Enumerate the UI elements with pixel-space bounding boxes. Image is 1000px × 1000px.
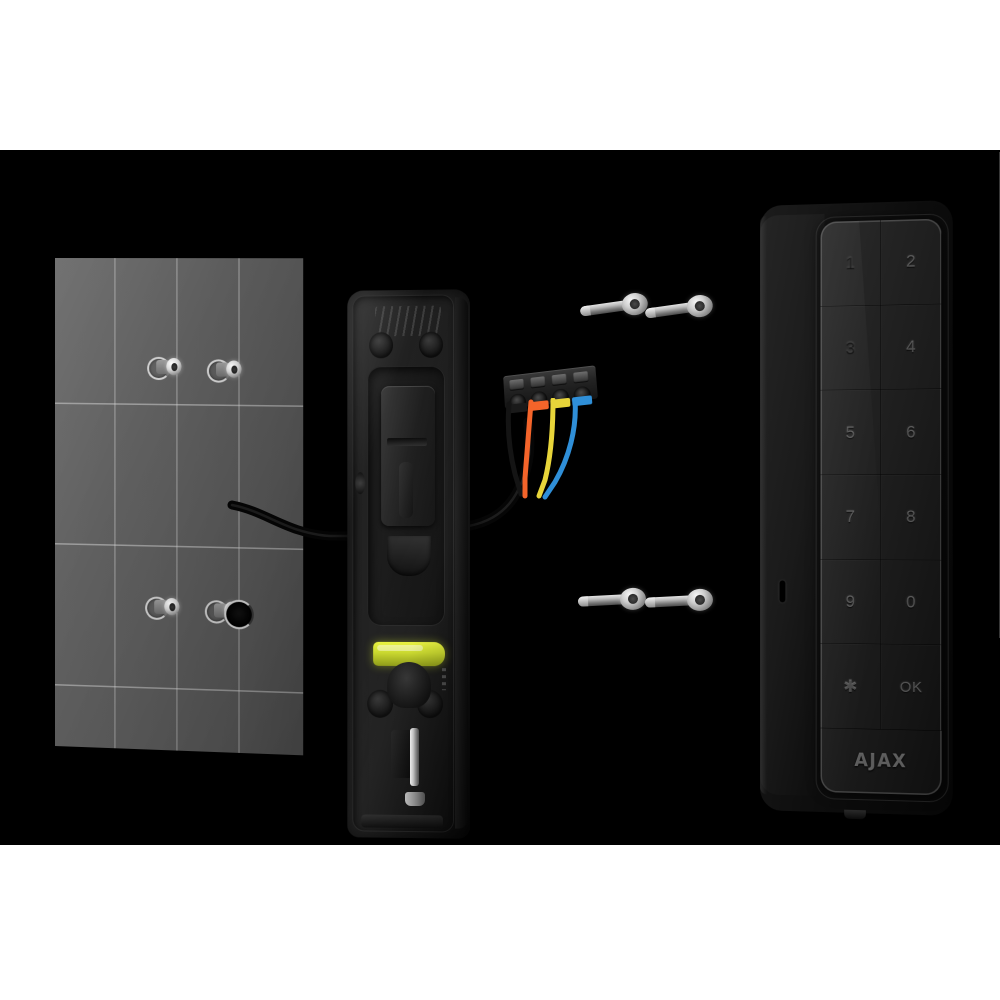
screw-head-icon bbox=[686, 588, 714, 612]
keypad-key-grid[interactable]: 1 2 3 4 5 6 7 8 9 0 ✱ OK bbox=[821, 219, 942, 731]
key-0[interactable]: 0 bbox=[881, 560, 942, 646]
screw-shank bbox=[577, 594, 627, 607]
keypad-side-body bbox=[760, 213, 825, 797]
keypad-front-face: 1 2 3 4 5 6 7 8 9 0 ✱ OK AJAX bbox=[820, 218, 942, 796]
bracket-foot bbox=[361, 814, 443, 829]
bracket-hook bbox=[387, 535, 431, 577]
bracket-screw-boss-top-right bbox=[418, 331, 443, 358]
key-9[interactable]: 9 bbox=[821, 559, 881, 644]
bracket-cavity bbox=[367, 365, 445, 627]
terminal-screw-1 bbox=[509, 378, 525, 391]
key-ok[interactable]: OK bbox=[881, 645, 942, 731]
screw-head-icon bbox=[405, 792, 425, 806]
product-scene: 1 2 3 4 5 6 7 8 9 0 ✱ OK AJAX bbox=[0, 150, 1000, 845]
anchor-head-icon bbox=[164, 597, 180, 616]
screw-shank bbox=[644, 595, 694, 608]
anchor-head-icon bbox=[166, 357, 182, 376]
bracket-side-notch bbox=[355, 472, 366, 495]
mounting-screw-top-left bbox=[579, 291, 650, 322]
cable-pass-through-hole bbox=[224, 599, 254, 630]
terminal-screw-3 bbox=[551, 373, 567, 387]
mounting-screw-bottom-left bbox=[577, 587, 647, 613]
key-asterisk[interactable]: ✱ bbox=[821, 644, 881, 730]
terminal-screw-4 bbox=[572, 371, 589, 384]
screw-shank bbox=[410, 728, 419, 786]
wall-anchor-top-left bbox=[147, 356, 182, 381]
screw-head-icon bbox=[685, 293, 715, 319]
screw-head-icon bbox=[619, 587, 647, 611]
bracket-cable-boss bbox=[387, 661, 431, 709]
wall-anchor-bottom-left bbox=[145, 596, 180, 621]
key-6[interactable]: 6 bbox=[881, 389, 942, 475]
terminal-screw-2 bbox=[530, 376, 546, 389]
bracket-detail-dots bbox=[441, 668, 446, 691]
key-3[interactable]: 3 bbox=[821, 305, 881, 391]
keypad-bottom-tab bbox=[844, 809, 866, 820]
key-1[interactable]: 1 bbox=[821, 220, 881, 306]
ajax-keypad-device[interactable]: 1 2 3 4 5 6 7 8 9 0 ✱ OK AJAX bbox=[760, 200, 953, 820]
bracket-side-wall bbox=[454, 297, 469, 829]
tiled-wall-surface bbox=[55, 258, 304, 756]
key-5[interactable]: 5 bbox=[821, 390, 881, 475]
bracket-screw-boss-top-left bbox=[369, 332, 394, 359]
side-indicator-slot-icon bbox=[779, 580, 786, 603]
anchor-head-icon bbox=[226, 360, 242, 378]
key-8[interactable]: 8 bbox=[881, 475, 942, 560]
mounting-screw-bottom-right bbox=[644, 588, 714, 614]
key-2[interactable]: 2 bbox=[881, 219, 942, 306]
key-4[interactable]: 4 bbox=[881, 304, 942, 390]
wire-bundle bbox=[505, 398, 578, 500]
mounting-screw-top-right bbox=[644, 293, 715, 324]
ajax-brand-logo: AJAX bbox=[854, 748, 908, 773]
retaining-screw bbox=[405, 728, 425, 806]
wall-anchor-top-right bbox=[206, 359, 242, 383]
key-7[interactable]: 7 bbox=[821, 475, 881, 560]
bracket-latch-clip bbox=[381, 385, 435, 527]
